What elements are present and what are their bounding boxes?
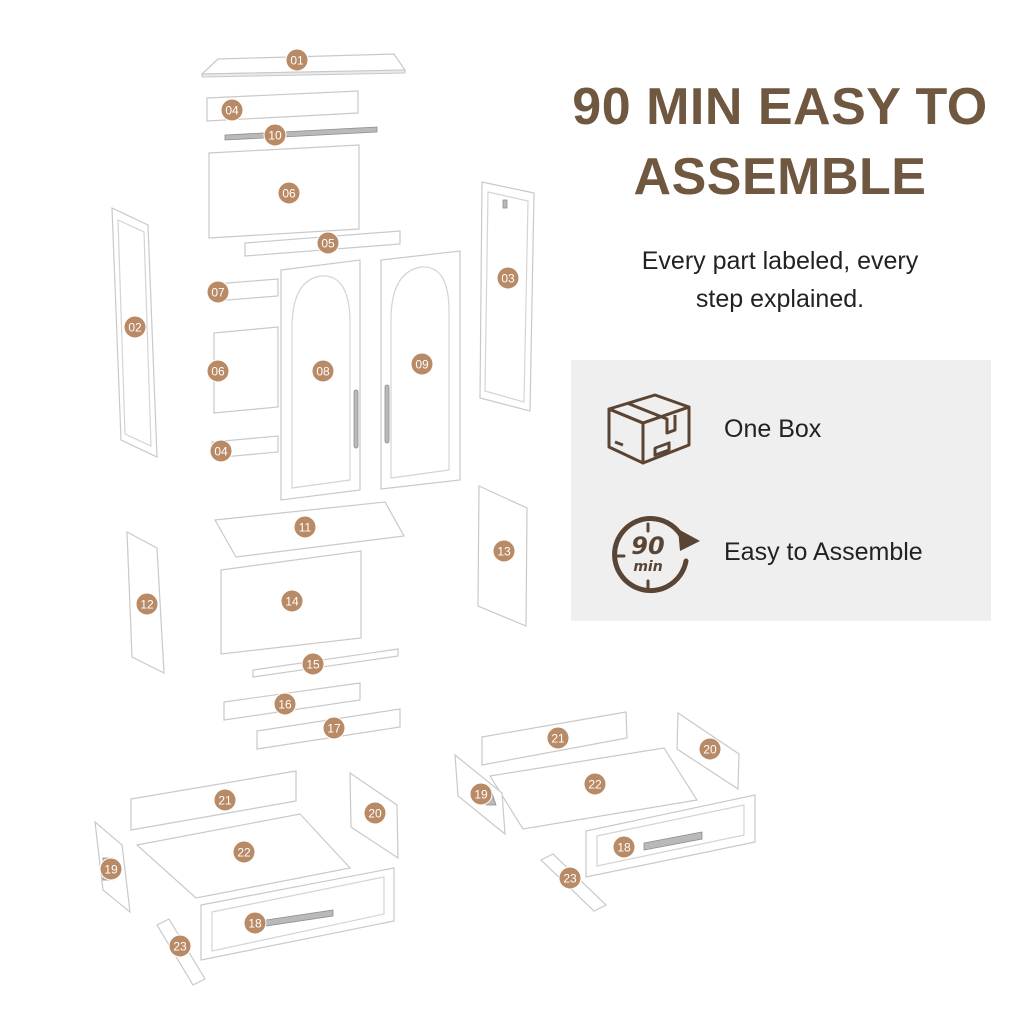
headline-line-2: ASSEMBLE (633, 148, 927, 206)
part-label-text: 21 (218, 794, 232, 808)
part-label-badge: 22 (232, 840, 256, 864)
part-label-badge: 12 (135, 592, 159, 616)
part-15-rail (252, 648, 399, 678)
part-label-badge: 05 (316, 231, 340, 255)
part-label-badge: 09 (410, 352, 434, 376)
subheadline: Every part labeled, every step explained… (590, 242, 970, 318)
part-label-text: 07 (211, 286, 225, 300)
part-label-text: 09 (415, 358, 429, 372)
part-label-text: 06 (211, 365, 225, 379)
part-label-text: 19 (474, 788, 488, 802)
part-label-badge: 01 (285, 48, 309, 72)
part-label-badge: 07 (206, 280, 230, 304)
part-label-badge: 18 (612, 835, 636, 859)
part-label-badge: 16 (273, 692, 297, 716)
feature-label-easy-to-assemble: Easy to Assemble (724, 538, 923, 566)
part-label-badge: 13 (492, 539, 516, 563)
subheadline-line-2: step explained. (695, 285, 865, 313)
part-label-badge: 20 (363, 801, 387, 825)
part-label-badge: 21 (213, 788, 237, 812)
part-label-text: 08 (316, 365, 330, 379)
feature-label-one-box: One Box (724, 415, 822, 443)
part-label-text: 19 (104, 863, 118, 877)
part-label-text: 01 (290, 54, 304, 68)
part-label-badge: 19 (99, 857, 123, 881)
subheadline-line-1: Every part labeled, every (641, 247, 919, 275)
part-label-text: 05 (321, 237, 335, 251)
part-label-badge: 03 (496, 266, 520, 290)
part-label-badge: 04 (209, 439, 233, 463)
part-label-text: 22 (237, 846, 251, 860)
part-label-badge: 02 (123, 315, 147, 339)
feature-box: One Box 90 min Easy to Assemble (571, 360, 991, 621)
part-label-text: 23 (563, 872, 577, 886)
part-label-text: 04 (225, 104, 239, 118)
part-label-badge: 04 (220, 98, 244, 122)
part-label-badge: 10 (263, 123, 287, 147)
part-label-text: 16 (278, 698, 292, 712)
part-label-text: 18 (248, 917, 262, 931)
part-10-hanging-rod (224, 126, 378, 141)
part-03-right-side-panel (479, 181, 535, 412)
part-label-badge: 18 (243, 911, 267, 935)
box-icon (607, 393, 691, 465)
part-label-text: 15 (306, 658, 320, 672)
part-label-badge: 08 (311, 359, 335, 383)
part-label-text: 18 (617, 841, 631, 855)
headline: 90 MIN EASY TO ASSEMBLE (540, 72, 1020, 212)
part-label-text: 17 (327, 722, 341, 736)
part-label-text: 12 (140, 598, 154, 612)
part-06-middle-back-panel (213, 326, 279, 414)
part-label-badge: 14 (280, 589, 304, 613)
left-drawer-parts (94, 770, 399, 986)
part-label-text: 20 (368, 807, 382, 821)
part-label-badge: 06 (277, 181, 301, 205)
part-label-badge: 11 (293, 515, 317, 539)
part-label-badge: 20 (698, 737, 722, 761)
clock-90-min-icon: 90 min (612, 516, 700, 594)
part-label-text: 13 (497, 545, 511, 559)
part-label-text: 21 (551, 732, 565, 746)
part-label-text: 02 (128, 321, 142, 335)
part-label-text: 04 (214, 445, 228, 459)
part-label-text: 03 (501, 272, 515, 286)
part-label-text: 11 (299, 521, 312, 535)
part-label-badge: 23 (558, 866, 582, 890)
clock-icon-number: 90 (631, 532, 664, 560)
part-label-badge: 21 (546, 726, 570, 750)
part-label-badge: 23 (168, 934, 192, 958)
part-label-text: 20 (703, 743, 717, 757)
part-label-badge: 15 (301, 652, 325, 676)
part-label-badge: 22 (583, 772, 607, 796)
part-label-text: 06 (282, 187, 296, 201)
part-label-badge: 19 (469, 782, 493, 806)
clock-icon-unit: min (633, 559, 662, 575)
part-04-upper-rail (206, 90, 359, 122)
part-label-text: 14 (285, 595, 299, 609)
part-label-text: 22 (588, 778, 602, 792)
part-label-badge: 06 (206, 359, 230, 383)
headline-line-1: 90 MIN EASY TO (572, 78, 988, 136)
part-label-text: 10 (268, 129, 282, 143)
part-label-badge: 17 (322, 716, 346, 740)
part-label-text: 23 (173, 940, 187, 954)
